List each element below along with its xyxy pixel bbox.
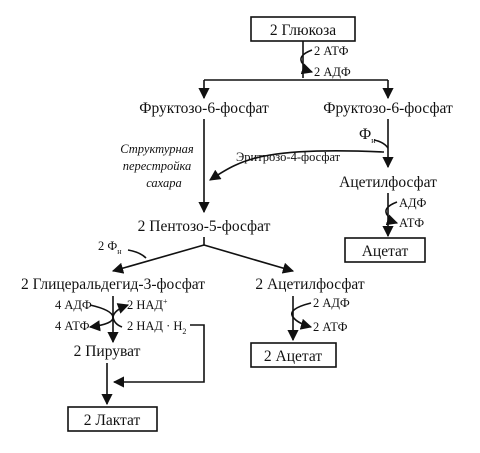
adp4-atp4-curl (88, 304, 114, 332)
pn-right-curve (373, 139, 389, 149)
acetate-label: Ацетат (362, 243, 409, 260)
adp2-atp2-curl (291, 302, 313, 330)
pentose-label: 2 Пентозо-5-фосфат (138, 218, 271, 235)
nad-curl (112, 303, 130, 328)
acetylphosphate-2-label: 2 Ацетилфосфат (255, 276, 365, 293)
lactate-label: 2 Лактат (84, 412, 141, 429)
adp-out-label: 2 АДФ (314, 65, 351, 79)
adp-in-right-label: АДФ (399, 196, 427, 210)
restructure-label-2: перестройка (123, 159, 192, 173)
restructure-label-3: сахара (146, 176, 182, 190)
fructose-right-label: Фруктозо-6-фосфат (323, 100, 453, 117)
nadh-return-arrow (112, 324, 205, 388)
acetate-2-label: 2 Ацетат (264, 348, 322, 365)
restructure-label-1: Структурная (120, 142, 194, 156)
acetylphosphate-right-label: Ацетилфосфат (339, 174, 437, 191)
atp4-label: 4 АТФ (55, 319, 90, 333)
atp-out-right-label: АТФ (399, 216, 424, 230)
pyruvate-label: 2 Пируват (74, 343, 141, 360)
glyceraldehyde-label: 2 Глицеральдегид-3-фосфат (21, 276, 205, 293)
glucose-label: 2 Глюкоза (270, 22, 336, 39)
lactate-box (67, 406, 158, 432)
pn2-curve (127, 249, 147, 259)
adp4-label: 4 АДФ (55, 298, 92, 312)
arrow-to-glyceraldehyde (111, 244, 205, 274)
acetate-box (344, 237, 426, 263)
fructose-left-label: Фруктозо-6-фосфат (139, 100, 269, 117)
acetate-2-box (250, 342, 337, 368)
arrow-to-acetylphosphate-2 (203, 244, 295, 274)
atp-in-label: 2 АТФ (314, 44, 349, 58)
erythrose-label: Эритрозо-4-фосфат (236, 150, 341, 164)
nadh-label: 2 НАД · Н2 (127, 319, 186, 336)
nad-label: 2 НАД+ (127, 297, 168, 312)
erythrose-arrow (209, 149, 385, 181)
adp2-label: 2 АДФ (313, 296, 350, 310)
pn-right-label: Фн (359, 126, 376, 145)
pn2-label: 2 Фн (98, 239, 122, 256)
atp-adp-curl-top (300, 49, 314, 75)
atp2-label: 2 АТФ (313, 320, 348, 334)
adp-atp-curl-right (385, 201, 399, 226)
